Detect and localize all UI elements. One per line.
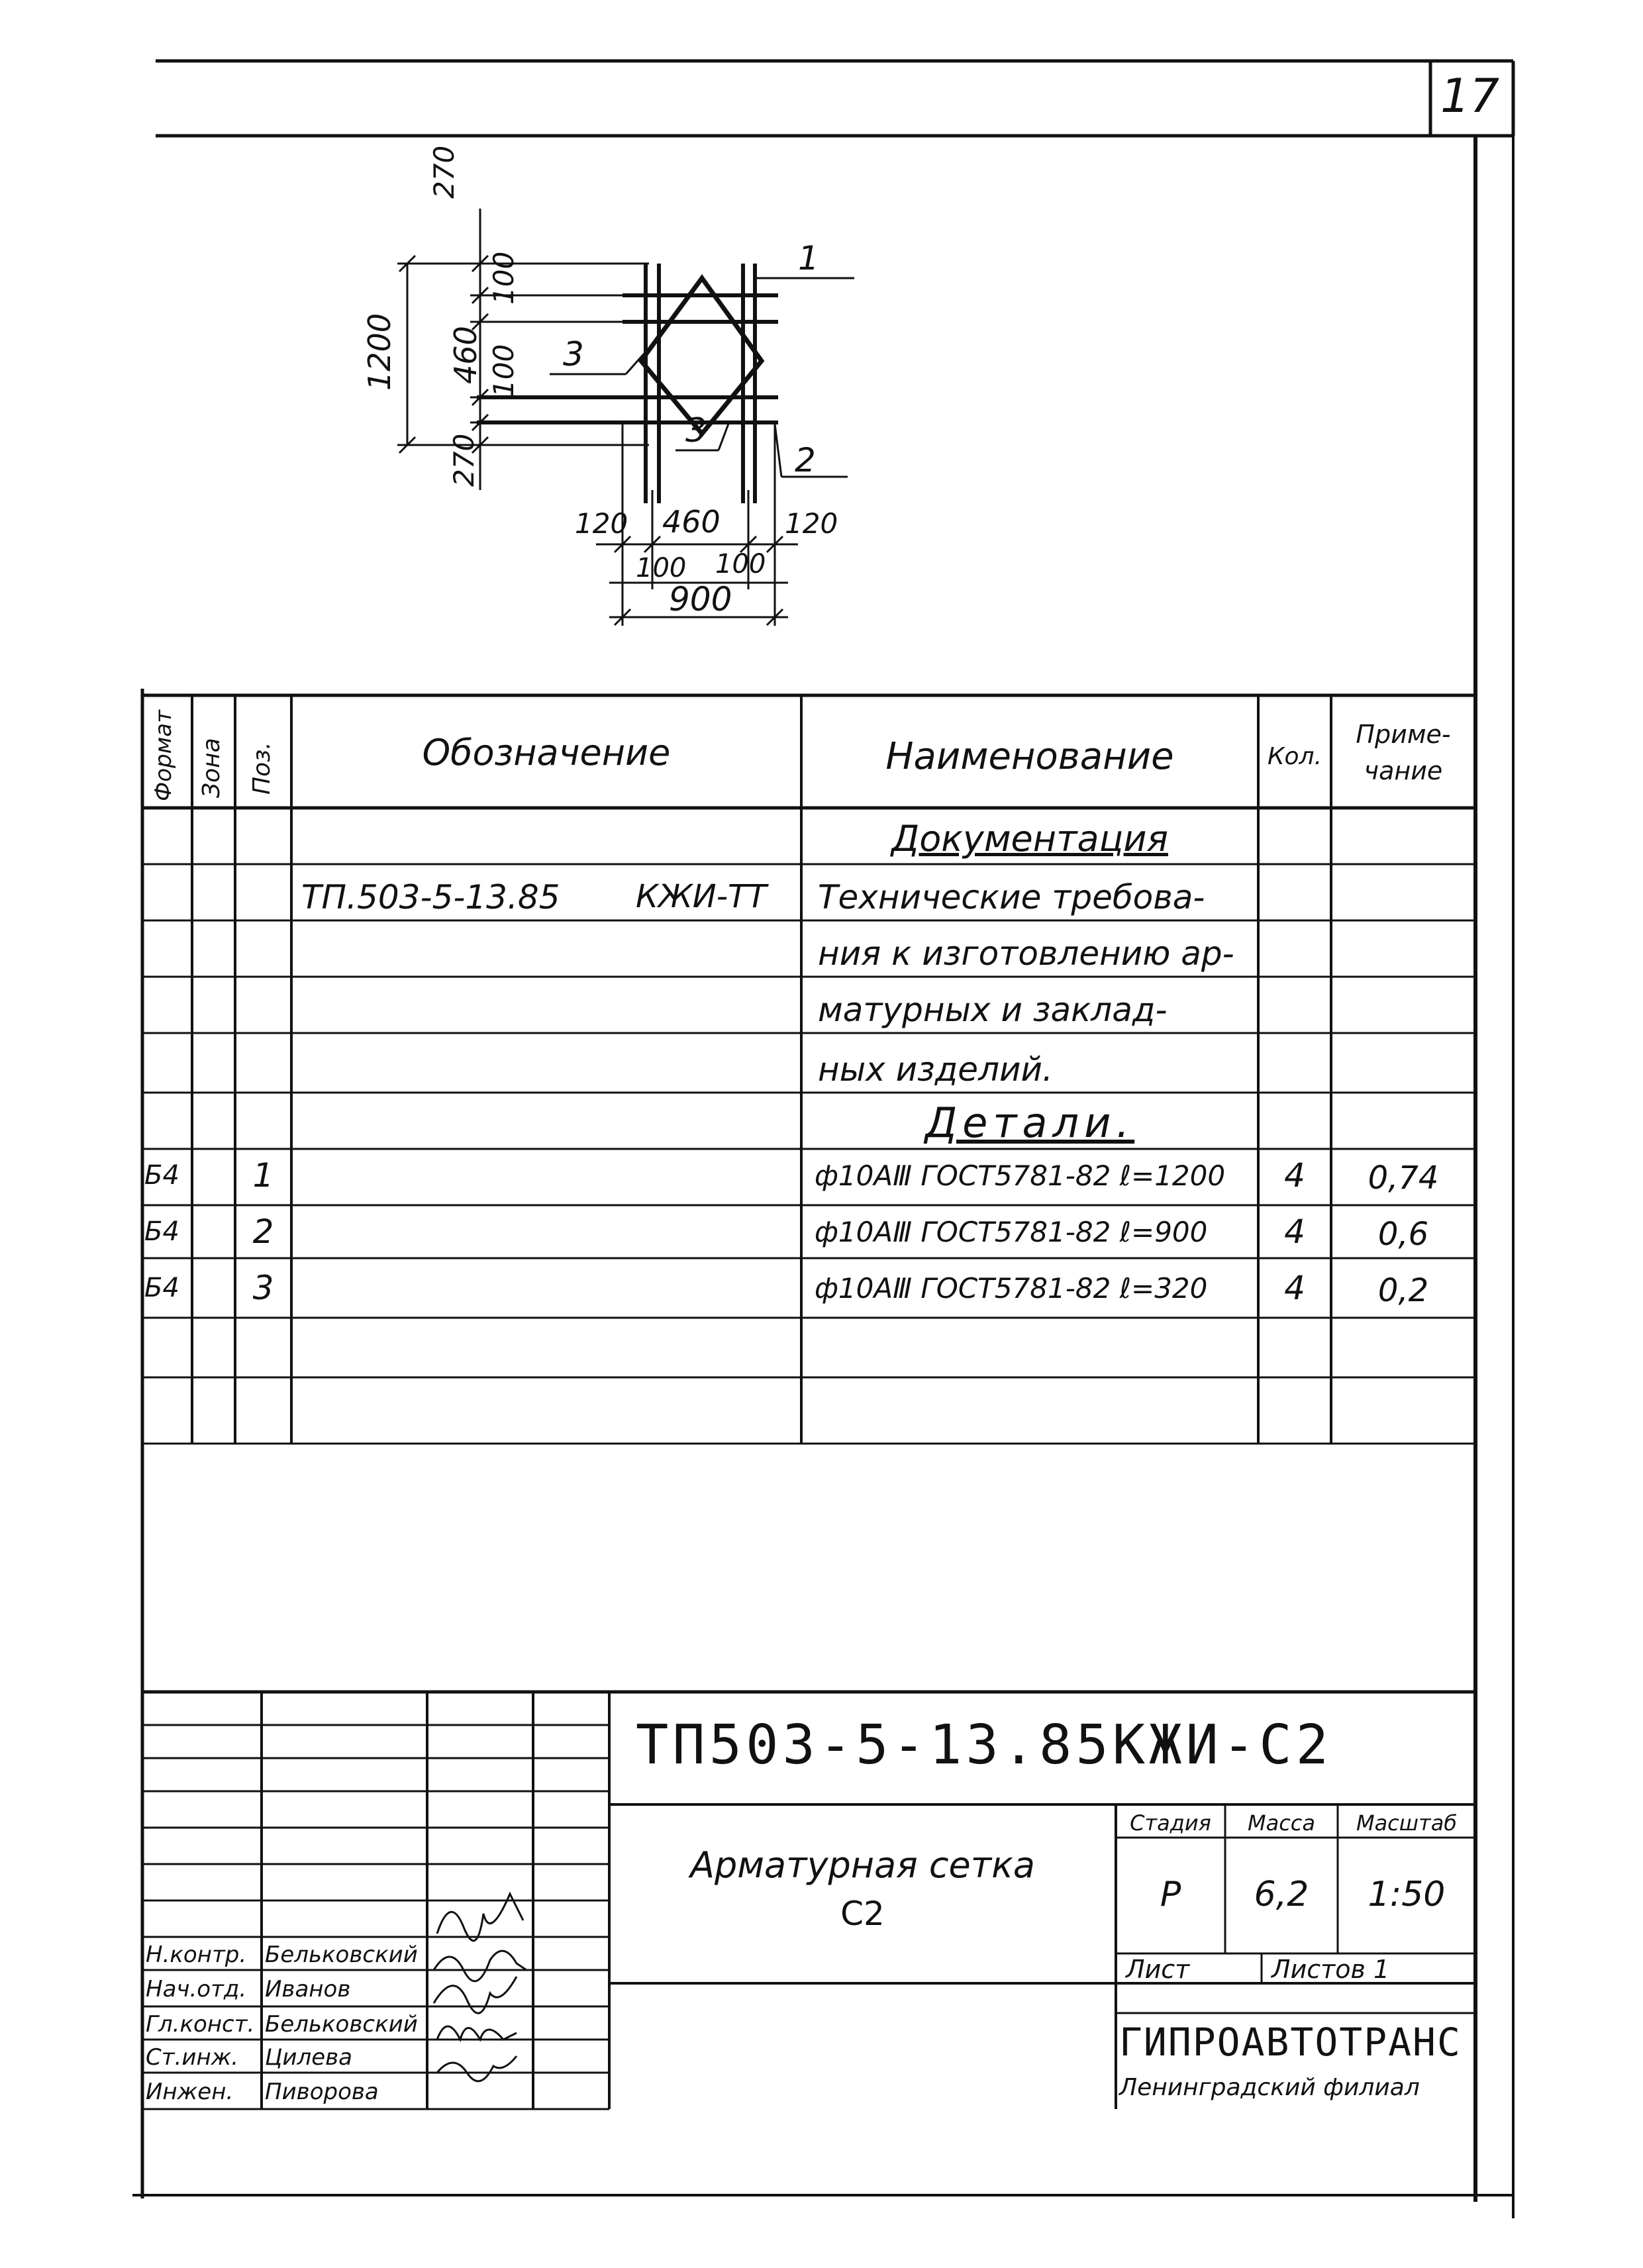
header-zona: Зона [198,738,225,798]
doc-designation: ТП.503-5-13.85 [301,878,560,916]
row-forma: Б4 [144,1216,179,1247]
header-poz: Поз. [248,742,275,795]
signature-name: Бельковский [265,1942,418,1968]
dim-100-bottom: 100 [487,344,520,397]
row-note: 0,74 [1368,1159,1439,1197]
dim-100-bottom-right: 100 [715,549,766,579]
drawing-code: ТП503-5-13.85КЖИ-С2 [636,1714,1332,1777]
dim-120-left: 120 [575,507,628,540]
row-name: ф10АⅢ ГОСТ5781-82 ℓ=1200 [815,1159,1226,1192]
mass-value: 6,2 [1254,1875,1309,1914]
dim-100-bottom-left: 100 [636,553,687,583]
sheet-frame [132,59,1515,2218]
row-note: 0,2 [1377,1272,1429,1309]
section-documentation: Документация [891,818,1168,860]
row-kol: 4 [1284,1212,1305,1251]
dim-460-bottom: 460 [662,504,721,540]
callout-3-left: 3 [563,335,584,373]
doc-code: КЖИ-ТТ [636,878,767,915]
signature-role: Нач.отд. [146,1976,247,2002]
dim-100-top: 100 [487,251,520,305]
signature-role: Н.контр. [146,1942,247,1968]
header-oboznachenie: Обозначение [422,732,671,773]
scale-value: 1:50 [1368,1875,1446,1914]
header-primechanie-2: чание [1364,756,1443,785]
dim-120-right: 120 [785,507,838,540]
signature-name: Бельковский [265,2011,418,2038]
organization-branch: Ленинградский филиал [1119,2074,1420,2101]
header-primechanie-1: Приме- [1356,720,1451,749]
row-name: ф10АⅢ ГОСТ5781-82 ℓ=900 [815,1216,1208,1248]
title-block-grid [142,1690,1475,2110]
callout-1: 1 [798,239,819,277]
sheet-number: 17 [1440,69,1500,123]
row-forma: Б4 [144,1273,179,1303]
scale-label: Масштаб [1356,1810,1458,1836]
doc-name-line: Технические требова- [818,878,1205,916]
row-poz: 3 [252,1269,274,1307]
header-naimenovanie: Наименование [885,735,1174,778]
row-kol: 4 [1284,1269,1305,1307]
mesh-section-drawing [397,209,854,626]
signature-name: Цилева [265,2044,353,2071]
row-poz: 1 [252,1156,274,1195]
dim-460-left: 460 [448,326,483,384]
organization-name: ГИПРОАВТОТРАНС [1119,2020,1462,2065]
doc-name-line: ния к изготовлению ар- [818,934,1234,973]
dim-270-top: 270 [428,145,460,199]
drawing-name-line-1: Арматурная сетка [690,1844,1035,1886]
header-forma: Формат [150,710,177,801]
stage-label: Стадия [1130,1810,1211,1836]
mass-label: Масса [1247,1810,1315,1836]
dim-270-bottom: 270 [448,433,480,487]
sheets-label: Листов 1 [1271,1955,1390,1984]
drawing-name-line-2: С2 [840,1895,885,1933]
signature-name: Иванов [265,1976,351,2002]
signature-name: Пиворова [265,2079,379,2105]
row-kol: 4 [1284,1156,1305,1195]
sheet-label: Лист [1126,1955,1190,1984]
doc-name-line: матурных и заклад- [818,991,1168,1029]
signature-role: Ст.инж. [146,2044,239,2071]
row-note: 0,6 [1377,1216,1429,1253]
callout-2: 2 [795,441,816,479]
row-name: ф10АⅢ ГОСТ5781-82 ℓ=320 [815,1272,1208,1305]
spec-table-grid [142,693,1475,1445]
signature-role: Инжен. [146,2079,234,2105]
dim-1200: 1200 [362,313,397,391]
section-details: Детали. [924,1099,1135,1147]
doc-name-line: ных изделий. [818,1050,1053,1089]
signature-scribbles [432,1891,527,2083]
dim-900: 900 [669,580,732,618]
row-poz: 2 [252,1212,274,1251]
signature-role: Гл.конст. [146,2011,255,2038]
stage-value: Р [1160,1875,1181,1914]
header-kol: Кол. [1267,743,1322,770]
row-forma: Б4 [144,1160,179,1191]
callout-3-bottom: 3 [685,411,707,450]
